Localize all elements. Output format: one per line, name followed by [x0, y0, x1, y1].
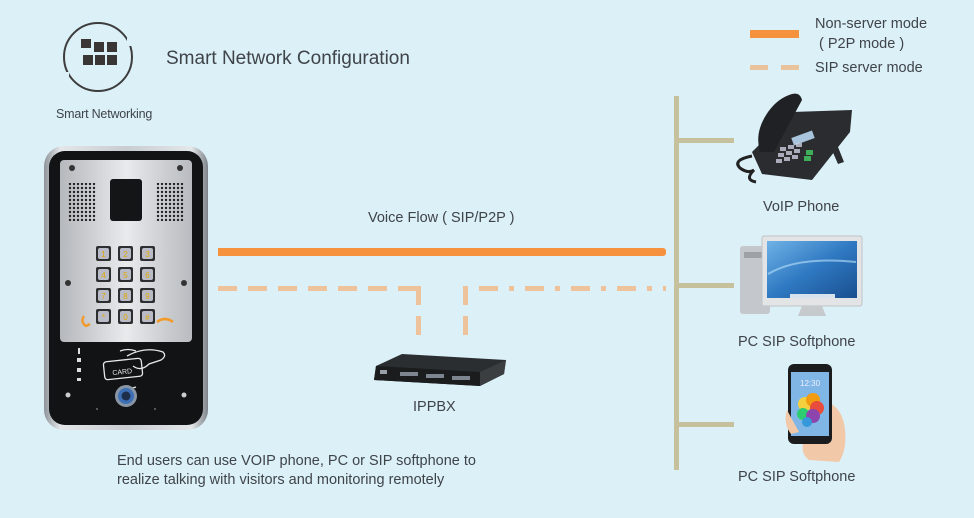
- legend-dashed-line: [750, 65, 799, 70]
- endpoint-label-smartphone-softphone: PC SIP Softphone: [738, 469, 856, 485]
- keypad-key: 1: [96, 246, 111, 261]
- bus-branch-pc: [678, 283, 734, 288]
- sip-line-up-from-pbx: [463, 286, 468, 344]
- keypad-key-label: 6: [145, 271, 150, 280]
- bus-branch-voip-phone: [678, 138, 734, 143]
- description-line-2: realize talking with visitors and monito…: [117, 472, 445, 488]
- p2p-voice-line: [218, 248, 666, 256]
- keypad-key: #: [140, 309, 155, 324]
- keypad-key-label: 0: [123, 313, 128, 322]
- smartphone-icon: 12:30: [785, 364, 846, 462]
- keypad-key: 4: [96, 267, 111, 282]
- page-title: Smart Network Configuration: [166, 48, 410, 69]
- legend-p2p-label: ( P2P mode ): [819, 36, 905, 52]
- svg-text:12:30: 12:30: [800, 379, 821, 388]
- keypad-key-label: #: [145, 313, 150, 322]
- legend-solid-line: [750, 30, 799, 38]
- keypad-key: 0: [118, 309, 133, 324]
- voice-flow-label: Voice Flow ( SIP/P2P ): [368, 210, 515, 226]
- bus-branch-smartphone: [678, 422, 734, 427]
- ippbx-label: IPPBX: [413, 399, 456, 415]
- description-text: End users can use VOIP phone, PC or SIP …: [117, 452, 476, 490]
- keypad-key: *: [96, 309, 111, 324]
- card-reader-label: CARD: [112, 368, 132, 377]
- keypad-key: 2: [118, 246, 133, 261]
- keypad-key: 9: [140, 288, 155, 303]
- keypad-key-label: 7: [101, 292, 106, 301]
- keypad: 1 2 3 4 5 6 7 8 9 * 0 #: [96, 246, 155, 324]
- keypad-key-label: 1: [101, 250, 106, 259]
- keypad-key: 7: [96, 288, 111, 303]
- smart-networking-logo: [61, 22, 135, 92]
- endpoint-label-voip-phone: VoIP Phone: [763, 199, 840, 215]
- keypad-key: 5: [118, 267, 133, 282]
- ippbx-device: [374, 354, 506, 386]
- keypad-key-label: *: [102, 313, 105, 322]
- keypad-key: 6: [140, 267, 155, 282]
- sip-line-pbx-to-endpoints: [463, 286, 666, 291]
- legend-sip-server-label: SIP server mode: [815, 60, 923, 76]
- keypad-key-label: 5: [123, 271, 128, 280]
- logo-caption: Smart Networking: [56, 107, 153, 121]
- keypad-key-label: 2: [123, 250, 128, 259]
- keypad-key: 8: [118, 288, 133, 303]
- keypad-key-label: 8: [123, 292, 128, 301]
- legend-non-server-label: Non-server mode: [815, 16, 928, 32]
- sip-line-intercom-to-pbx: [218, 286, 421, 291]
- endpoint-label-pc-softphone: PC SIP Softphone: [738, 334, 856, 350]
- description-line-1: End users can use VOIP phone, PC or SIP …: [117, 453, 476, 469]
- keypad-key: 3: [140, 246, 155, 261]
- desktop-computer-icon: [740, 235, 863, 316]
- grid-blocks-icon: [81, 39, 117, 73]
- keypad-key-label: 9: [145, 292, 150, 301]
- keypad-key-label: 3: [145, 250, 150, 259]
- network-bus-line: [674, 96, 679, 470]
- keypad-key-label: 4: [101, 271, 106, 280]
- door-intercom-device: 1 2 3 4 5 6 7 8 9 * 0 # CARD: [44, 146, 208, 430]
- sip-line-down-to-pbx: [416, 286, 421, 344]
- desk-phone-icon: [736, 93, 852, 184]
